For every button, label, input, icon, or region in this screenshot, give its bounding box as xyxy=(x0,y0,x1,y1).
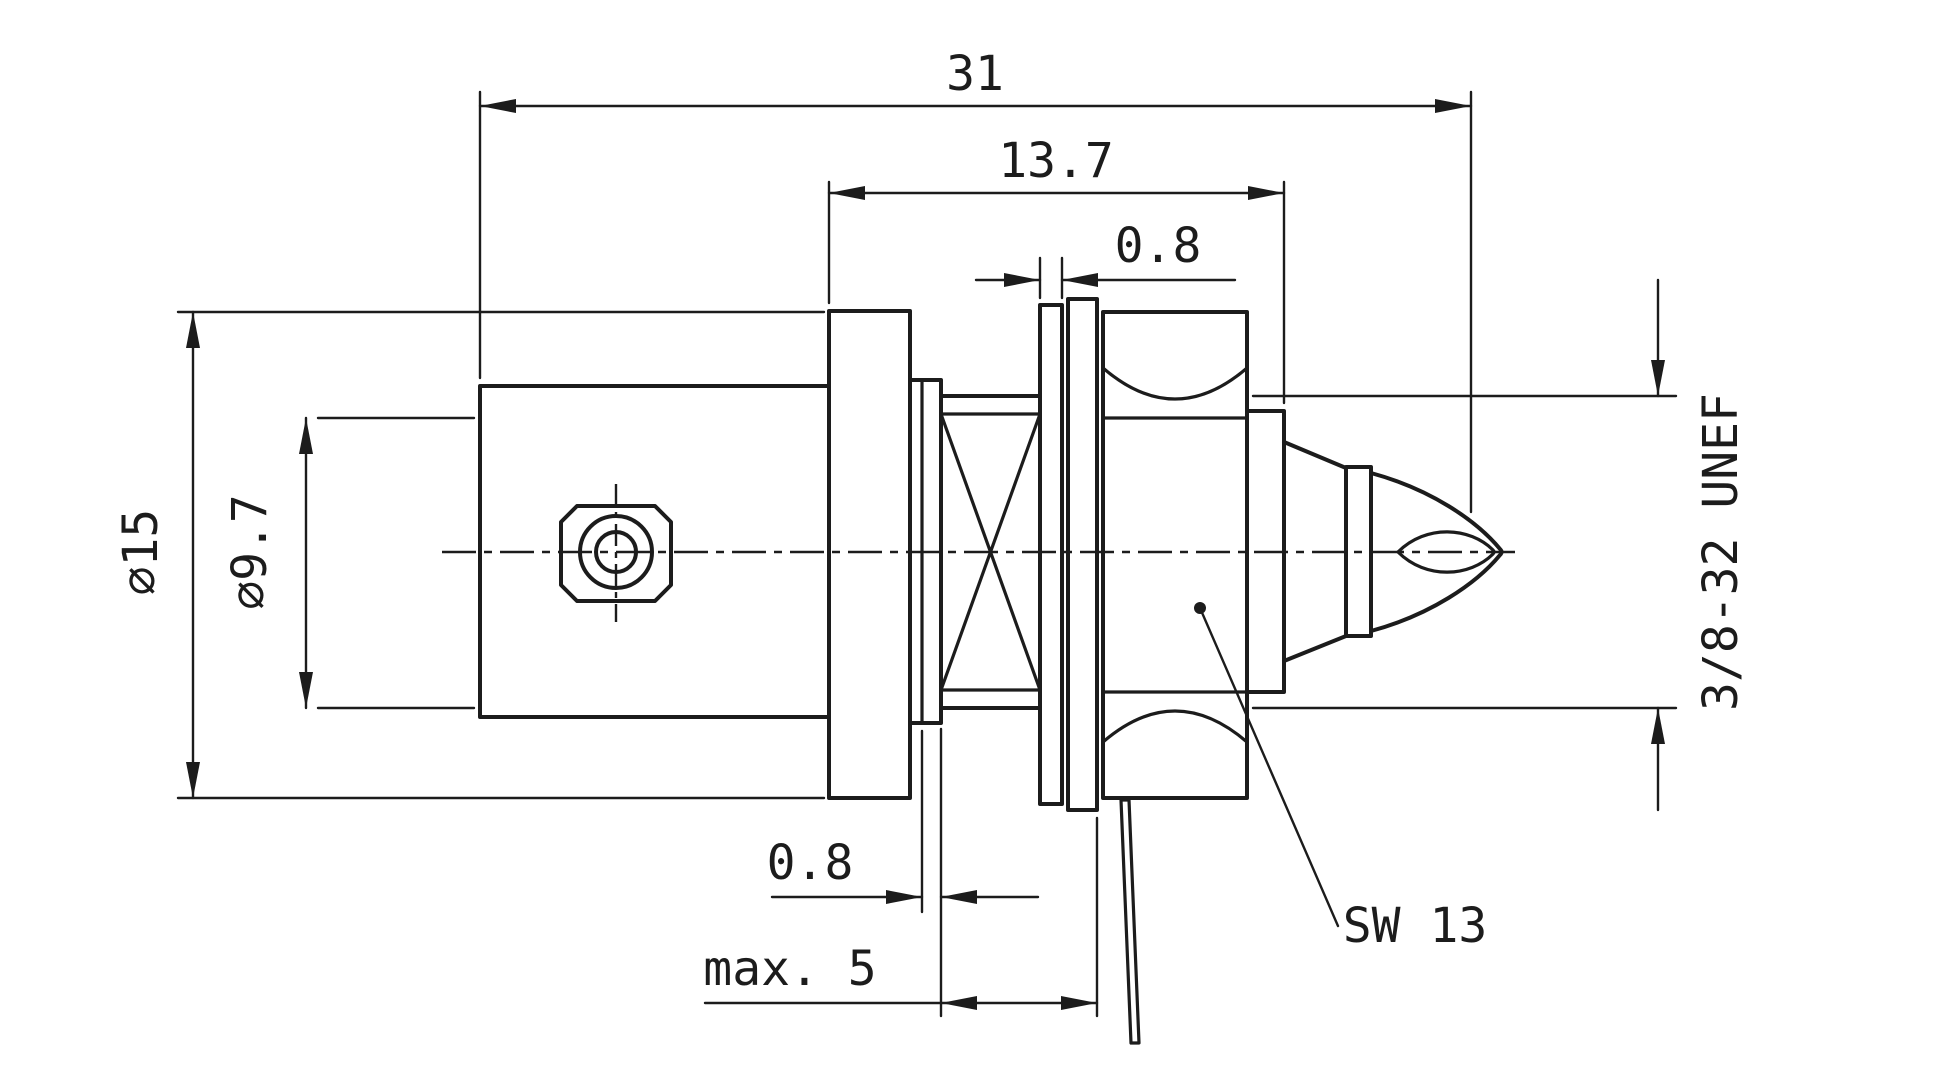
dim-thread-length-label: 13.7 xyxy=(998,133,1114,189)
side-hole-boss xyxy=(559,504,673,603)
washer-front xyxy=(1038,303,1064,806)
dim-flange-diameter-label: ⌀15 xyxy=(113,509,169,596)
thread-hatch-2 xyxy=(939,413,1042,691)
dim-overall-length-label: 31 xyxy=(946,46,1004,102)
dim-washer-rear: 0.8 xyxy=(767,727,1040,1018)
contact-base xyxy=(1344,465,1373,638)
dim-washer-rear-label: 0.8 xyxy=(767,835,854,891)
spring-contact-outline xyxy=(1369,471,1504,633)
dim-thread-spec-label: 3/8-32 UNEF xyxy=(1693,393,1749,711)
dim-thread-spec: 3/8-32 UNEF xyxy=(1251,278,1749,812)
washer-rear xyxy=(1066,297,1099,812)
centerlines xyxy=(442,484,1515,622)
callout-wrench-size: SW 13 xyxy=(1194,602,1487,954)
callout-wrench-size-label: SW 13 xyxy=(1343,898,1488,954)
dim-body-diameter-label: ⌀9.7 xyxy=(222,494,278,610)
dim-body-diameter: ⌀9.7 xyxy=(222,416,476,710)
connector-parts xyxy=(478,297,1504,1045)
mounting-flange xyxy=(827,309,912,800)
dim-overall-length: 31 xyxy=(478,46,1473,514)
side-hole-outer-circle xyxy=(578,514,654,590)
dim-thread-length: 13.7 xyxy=(827,133,1286,405)
dim-panel-thickness-label: max. 5 xyxy=(703,941,876,997)
nut-chamfer-arc-top xyxy=(1101,366,1249,401)
nut-chamfer-arc-bottom xyxy=(1101,709,1249,744)
front-bushing xyxy=(1245,409,1286,694)
solder-tag xyxy=(1119,798,1141,1045)
dim-flange-diameter: ⌀15 xyxy=(113,310,826,800)
spring-contact-slot xyxy=(1396,530,1496,574)
dim-panel-thickness: max. 5 xyxy=(703,816,1099,1018)
dim-washer-front: 0.8 xyxy=(974,218,1237,300)
dim-washer-front-label: 0.8 xyxy=(1115,218,1202,274)
side-hole-inner-circle xyxy=(594,530,638,574)
